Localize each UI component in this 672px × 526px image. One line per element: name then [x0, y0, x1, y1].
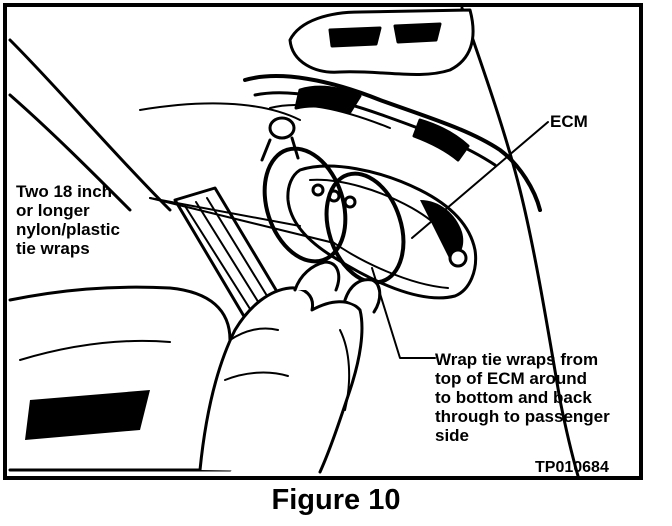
leader-tie-wraps-2 — [149, 197, 331, 243]
dash-panel-edge — [460, 6, 580, 478]
tie-wrap-loop-2 — [324, 171, 406, 285]
connector — [268, 116, 296, 140]
floor-line-left-2 — [8, 93, 132, 212]
leader-ecm — [411, 121, 549, 239]
part-number-label: TP010684 — [535, 459, 609, 476]
dash-upper-panel — [288, 8, 475, 77]
leader-wrap-instructions — [371, 267, 436, 359]
tie-wrap-loop-1 — [262, 146, 348, 264]
ecm-module — [286, 164, 478, 300]
floor-line-left — [8, 38, 172, 212]
leader-tie-wraps-1 — [149, 197, 301, 227]
wire-harness — [243, 74, 542, 212]
sill-plate — [8, 285, 232, 472]
wrap-instructions-label: Wrap tie wraps from top of ECM around to… — [435, 350, 610, 445]
ecm-label: ECM — [550, 112, 588, 131]
tie-wraps-label: Two 18 inch or longer nylon/plastic tie … — [16, 182, 120, 258]
figure-caption: Figure 10 — [271, 484, 401, 516]
